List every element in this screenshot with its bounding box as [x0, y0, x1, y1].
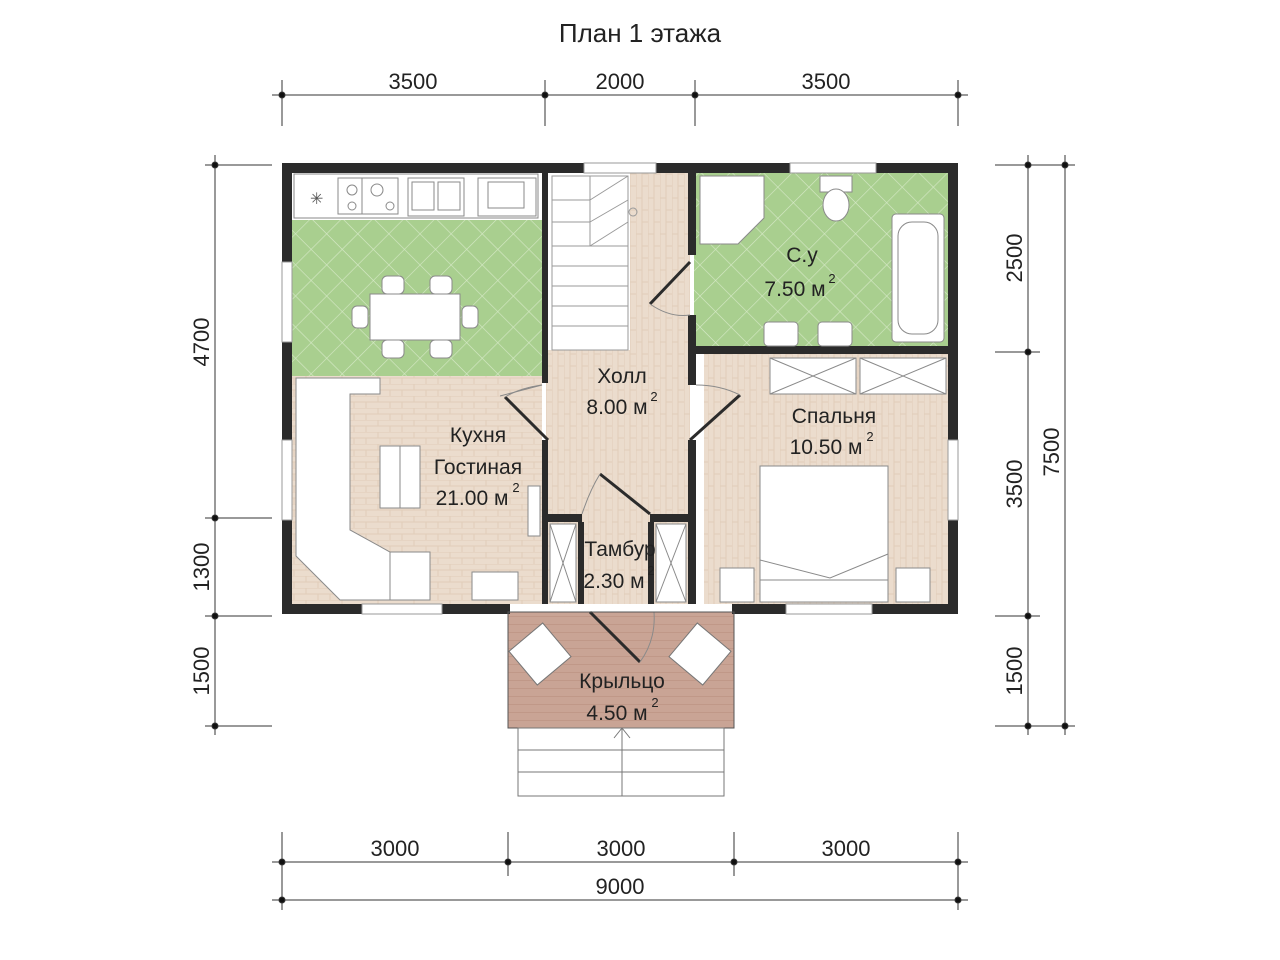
dimension-lines — [205, 80, 1075, 910]
nightstand-left — [719, 567, 755, 603]
room-vestibule-area: 2.30 м — [583, 570, 644, 593]
doors — [499, 260, 742, 664]
dim-left-3: 1500 — [189, 647, 214, 696]
wall-vestibule-right — [650, 514, 688, 522]
room-vestibule-sup: 2 — [647, 563, 654, 578]
wall-hall-bath-upper — [688, 173, 696, 255]
nightstand-right — [895, 567, 931, 603]
room-porch-area: 4.50 м — [586, 702, 647, 725]
dim-right-1: 2500 — [1002, 234, 1027, 283]
room-porch-name: Крыльцо — [579, 670, 665, 693]
dim-right-total: 7500 — [1039, 428, 1064, 477]
wall-kitchen-hall-lower — [542, 440, 548, 604]
svg-text:✳: ✳ — [310, 191, 323, 208]
sofa — [295, 377, 391, 601]
dim-bottom-2: 3000 — [597, 836, 646, 861]
dim-left-1: 4700 — [189, 318, 214, 367]
dim-right-2: 3500 — [1002, 460, 1027, 509]
bed — [759, 465, 889, 603]
toilet — [822, 188, 850, 222]
dim-top-1: 3500 — [389, 69, 438, 94]
dim-right-3: 1500 — [1002, 647, 1027, 696]
wall-vestibule-left — [548, 514, 582, 522]
room-vestibule-name: Тамбур — [584, 538, 655, 561]
room-bath-sup: 2 — [828, 271, 835, 286]
wall-left — [282, 163, 292, 614]
kitchen-furniture: ✳ — [293, 173, 541, 601]
dim-top-3: 3500 — [802, 69, 851, 94]
wall-kitchen-hall-upper — [542, 173, 548, 383]
room-porch-sup: 2 — [651, 695, 658, 710]
dim-bottom-3: 3000 — [822, 836, 871, 861]
room-labels: Кухня Гостиная 21.00 м 2 Холл 8.00 м 2 С… — [434, 244, 876, 725]
porch-steps — [517, 727, 725, 797]
room-kitchen-sup: 2 — [512, 480, 519, 495]
door-arcs — [504, 303, 741, 663]
windows — [281, 162, 959, 615]
room-hall-area: 8.00 м — [586, 396, 647, 419]
room-bedroom-name: Спальня — [792, 405, 876, 428]
room-bath-name: С.у — [786, 244, 818, 267]
stair — [548, 172, 630, 350]
dimension-labels: 3500 2000 3500 4700 1300 1500 2500 3500 … — [189, 69, 1064, 899]
dining-table — [369, 293, 461, 341]
room-kitchen-area: 21.00 м — [436, 487, 509, 510]
plan-title: План 1 этажа — [559, 18, 722, 48]
wall-hall-right-mid — [688, 315, 696, 385]
wall-bath-bedroom — [696, 346, 948, 354]
room-bedroom-area: 10.50 м — [790, 436, 863, 459]
vestibule-closets — [549, 523, 687, 603]
room-hall-name: Холл — [597, 365, 647, 388]
porch-furniture — [507, 611, 735, 797]
room-living-name: Гостиная — [434, 456, 522, 479]
dim-left-2: 1300 — [189, 543, 214, 592]
dim-bottom-total: 9000 — [596, 874, 645, 899]
bedroom-furniture — [719, 357, 947, 603]
shower — [699, 175, 765, 245]
bath-furniture — [699, 175, 945, 347]
room-bath-area: 7.50 м — [764, 278, 825, 301]
stairs — [551, 175, 638, 351]
room-bedroom-sup: 2 — [866, 429, 873, 444]
wall-hall-bedroom-lower — [688, 440, 696, 604]
dim-bottom-1: 3000 — [371, 836, 420, 861]
wall-vestibule-inner-right — [648, 522, 654, 604]
wall-right — [948, 163, 958, 614]
dim-top-2: 2000 — [596, 69, 645, 94]
wall-vestibule-inner-left — [578, 522, 584, 604]
room-hall-sup: 2 — [650, 389, 657, 404]
room-kitchen-name: Кухня — [450, 424, 506, 447]
